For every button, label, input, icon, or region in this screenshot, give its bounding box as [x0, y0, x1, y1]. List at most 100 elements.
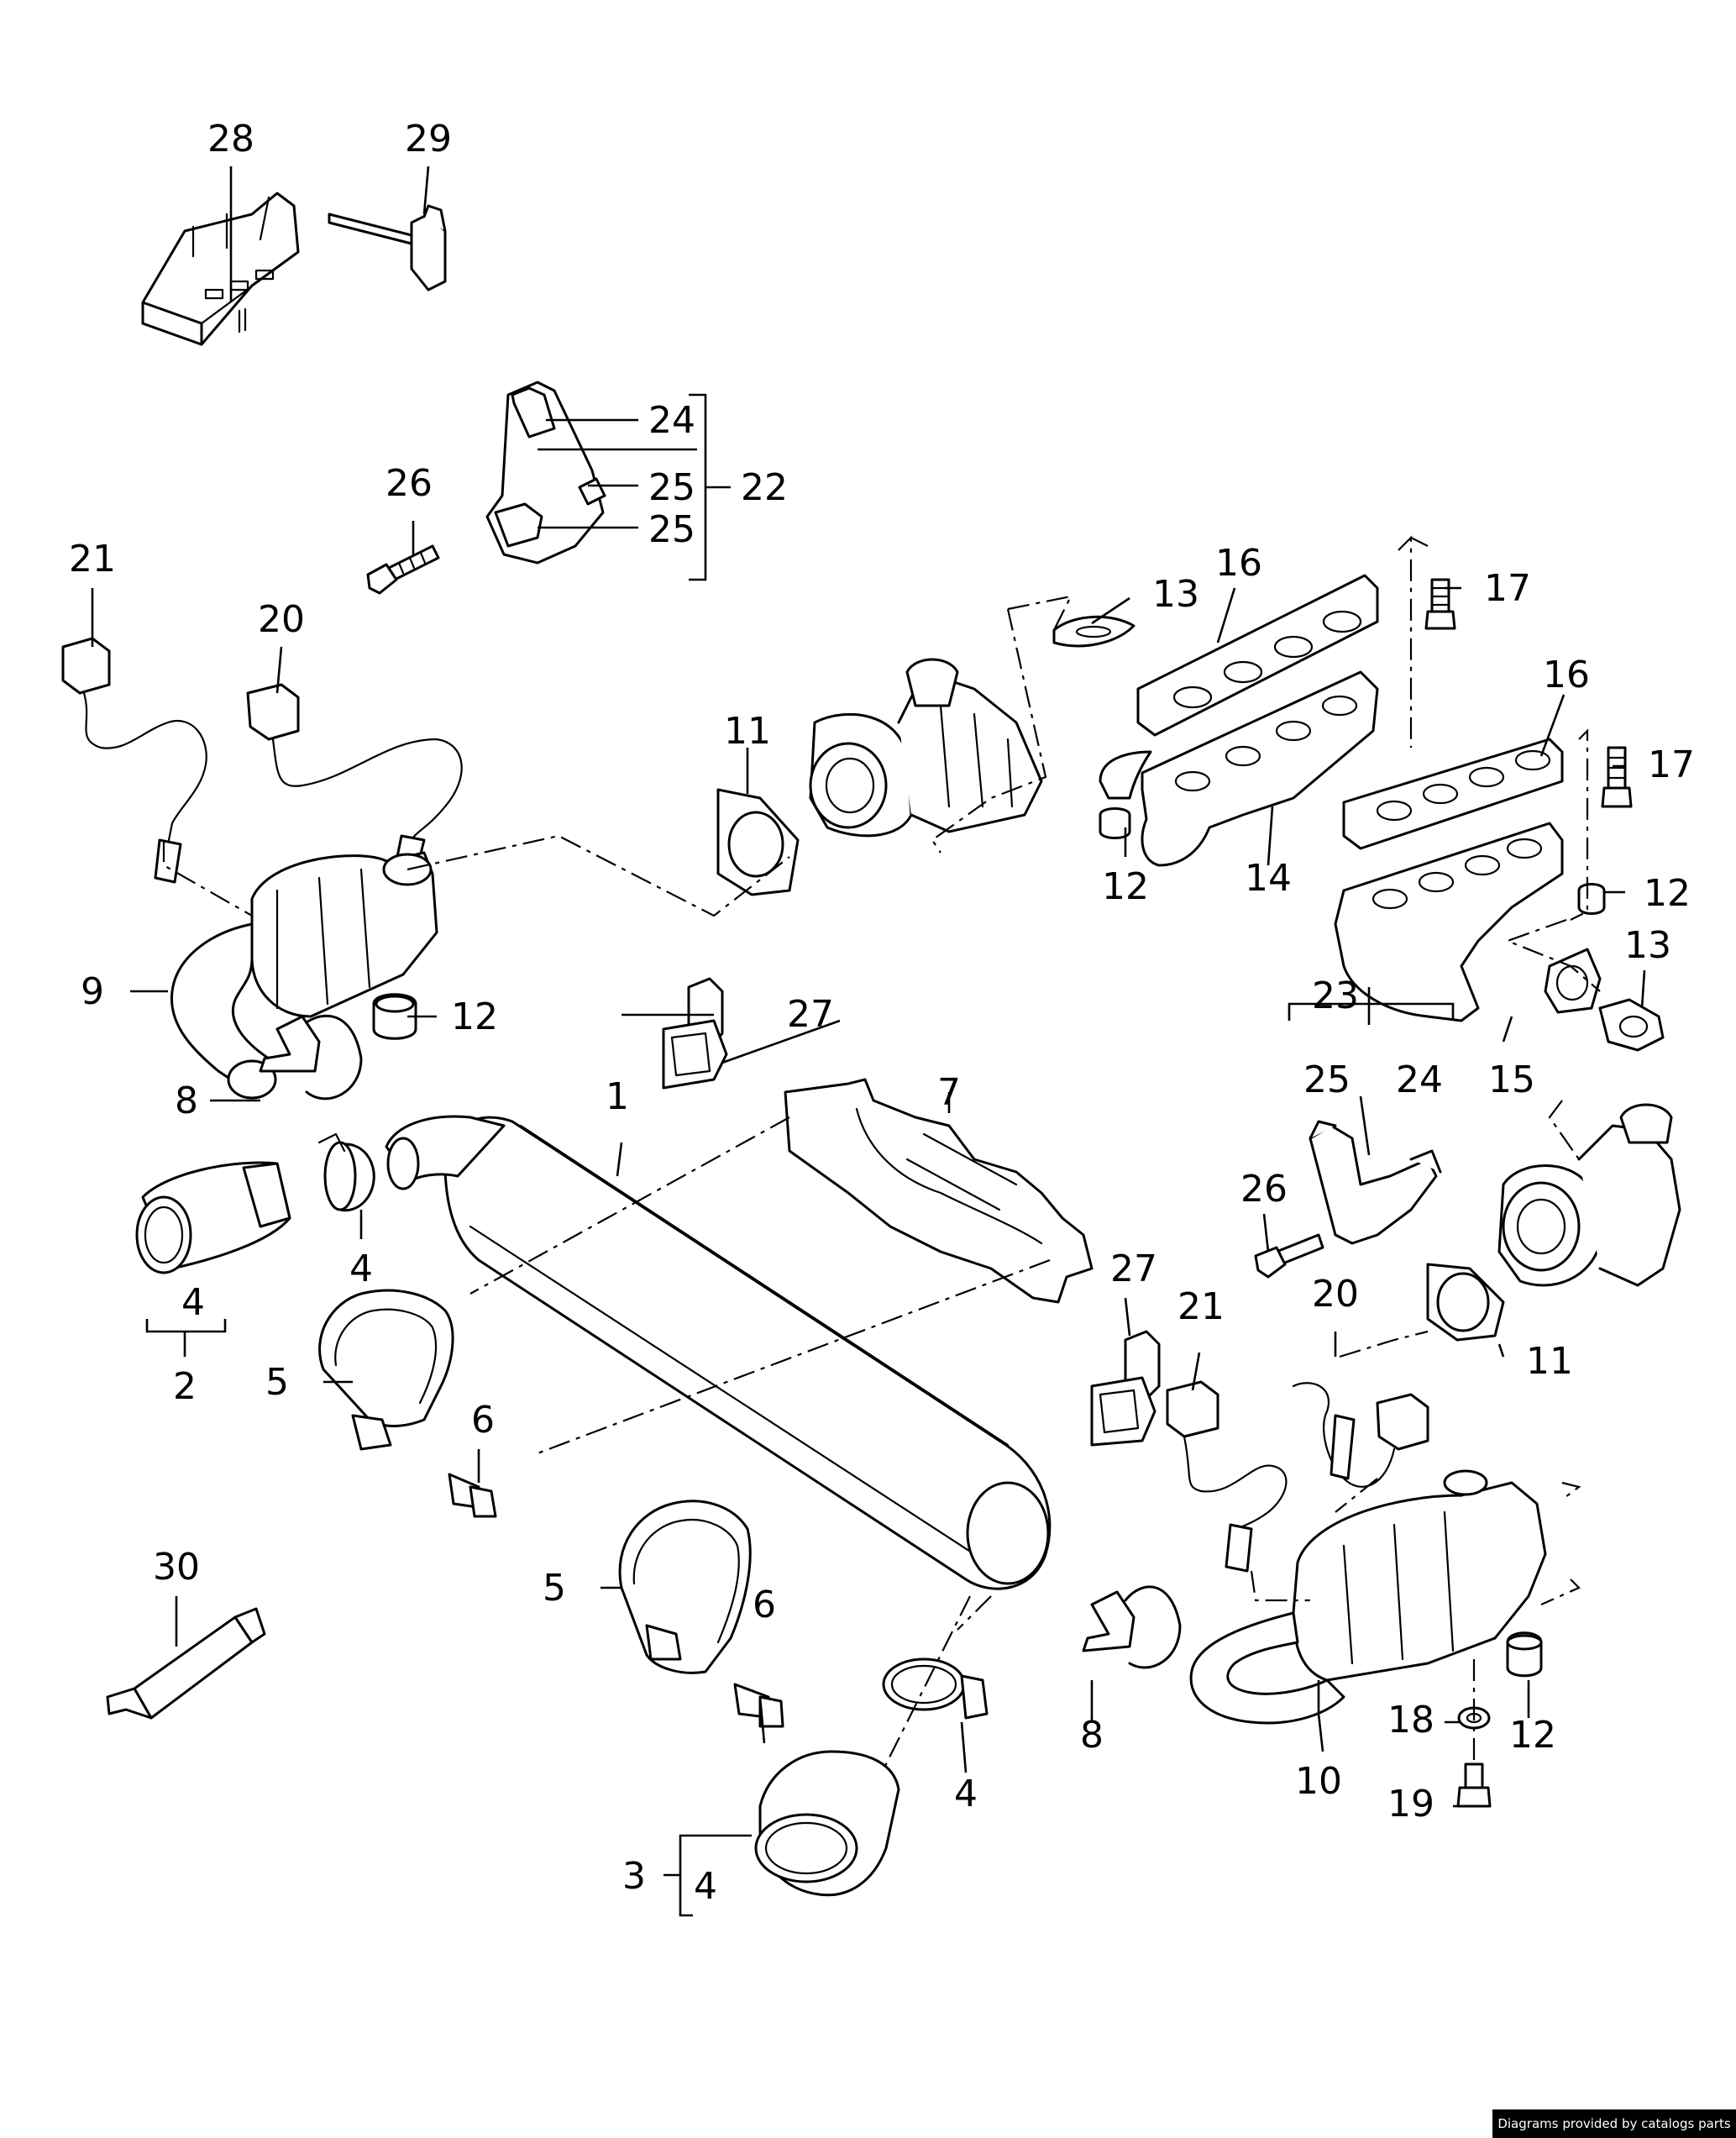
callout-20-upper: 20	[258, 598, 305, 641]
callout-4-bracket-left: 4	[181, 1281, 205, 1324]
part-12-nut-right-manifold[interactable]	[1577, 883, 1606, 915]
part-6-bolt-center[interactable]	[733, 1683, 784, 1728]
callout-4-bracket-center: 4	[694, 1865, 717, 1908]
callout-25-right: 25	[1303, 1058, 1351, 1101]
part-12-nut-right-lower[interactable]	[1506, 1631, 1543, 1678]
callout-12-right-manifold: 12	[1644, 872, 1691, 915]
part-15-exhaust-manifold-right[interactable]	[1334, 822, 1602, 1022]
part-1-rear-muffler[interactable]	[385, 1115, 1052, 1590]
callout-4-center: 4	[954, 1773, 978, 1815]
callout-8-left: 8	[175, 1080, 198, 1122]
callout-6-left: 6	[471, 1399, 495, 1442]
callout-5-center: 5	[543, 1567, 566, 1610]
part-21-oxygen-sensor-lower[interactable]	[1166, 1380, 1288, 1573]
part-12-nut-left[interactable]	[372, 993, 417, 1040]
callout-16-upper: 16	[1215, 542, 1262, 585]
part-21-oxygen-sensor-left[interactable]	[61, 637, 207, 884]
callout-27-upper: 27	[787, 993, 834, 1036]
part-3-tailpipe-center[interactable]	[754, 1750, 900, 1897]
part-8-clamp-right[interactable]	[1082, 1585, 1182, 1669]
callout-11-right: 11	[1526, 1340, 1573, 1383]
callout-1: 1	[606, 1075, 629, 1118]
callout-11-left: 11	[724, 710, 771, 753]
callout-4-left: 4	[349, 1248, 373, 1290]
callout-7: 7	[937, 1071, 961, 1114]
callout-25-mid: 25	[648, 508, 695, 551]
part-13-gasket-right[interactable]	[1598, 998, 1665, 1052]
part-5-clamp-band-left[interactable]	[318, 1289, 454, 1451]
callout-24-upper: 24	[648, 399, 695, 442]
part-27-sensor-bracket-lower[interactable]	[1090, 1330, 1161, 1447]
callout-12-left: 12	[451, 995, 498, 1038]
part-27-sensor-bracket-upper[interactable]	[662, 977, 728, 1090]
callout-26-lower: 26	[1240, 1168, 1288, 1211]
part-13-gasket-upper[interactable]	[1052, 615, 1135, 648]
turbocharger-left	[809, 658, 1043, 838]
part-23-bracket-right[interactable]	[1309, 1120, 1442, 1245]
part-30-paste-tube[interactable]	[106, 1607, 266, 1720]
callout-19: 19	[1387, 1783, 1434, 1825]
callout-5-left: 5	[265, 1361, 289, 1404]
callout-2: 2	[173, 1365, 197, 1408]
callout-30: 30	[153, 1546, 200, 1589]
part-19-bolt[interactable]	[1456, 1762, 1492, 1808]
part-22-heat-shield-bracket[interactable]	[485, 381, 606, 565]
part-29-sensor-clip[interactable]	[328, 204, 447, 292]
callout-23: 23	[1312, 974, 1359, 1017]
callout-12-upper: 12	[1102, 865, 1149, 908]
callout-21-lower: 21	[1177, 1285, 1225, 1328]
part-12-nut-upper[interactable]	[1099, 807, 1131, 839]
part-7-heat-shield[interactable]	[784, 1078, 1094, 1304]
part-20-oxygen-sensor-lower[interactable]	[1292, 1382, 1429, 1488]
callout-17-upper: 17	[1484, 567, 1531, 610]
callout-27-lower: 27	[1110, 1248, 1157, 1290]
callout-8-right: 8	[1080, 1714, 1104, 1757]
diagram-credit: Diagrams provided by catalogs parts	[1492, 2109, 1736, 2138]
callout-21-upper: 21	[69, 538, 116, 580]
part-9-catalytic-converter-left[interactable]	[170, 851, 438, 1100]
part-28-control-unit-bracket[interactable]	[141, 192, 300, 346]
part-11-gasket-right[interactable]	[1426, 1263, 1505, 1342]
callout-6-center: 6	[753, 1584, 776, 1626]
callout-18: 18	[1387, 1699, 1434, 1741]
part-10-catalytic-converter-right[interactable]	[1189, 1469, 1547, 1725]
assembly-center-lines	[162, 535, 1601, 1773]
callout-28: 28	[207, 118, 254, 160]
callout-9: 9	[81, 970, 104, 1013]
part-8-clamp-left[interactable]	[259, 1014, 363, 1101]
callout-12-right-lower: 12	[1509, 1714, 1556, 1757]
callout-10: 10	[1295, 1760, 1342, 1803]
part-14-exhaust-manifold-upper[interactable]	[1099, 670, 1379, 867]
callout-26-upper: 26	[385, 462, 433, 505]
callout-14: 14	[1245, 857, 1292, 900]
part-6-bolt-left[interactable]	[448, 1473, 497, 1518]
callout-13-right: 13	[1624, 924, 1671, 967]
callout-15: 15	[1488, 1058, 1535, 1101]
callout-22: 22	[741, 466, 788, 509]
callout-brackets	[145, 393, 1455, 1917]
part-17-bolt-right[interactable]	[1601, 746, 1633, 808]
part-2-tailpipe-left[interactable]	[135, 1161, 291, 1274]
part-26-bolt-lower[interactable]	[1254, 1233, 1324, 1279]
part-11-gasket-left[interactable]	[716, 788, 800, 896]
part-4-clamp-center[interactable]	[882, 1657, 989, 1720]
part-26-bolt-upper[interactable]	[366, 544, 440, 595]
callout-leader-lines	[91, 165, 1646, 1808]
callout-24-right: 24	[1396, 1058, 1443, 1101]
part-5-clamp-band-center[interactable]	[618, 1500, 752, 1674]
part-4-clamp-left[interactable]	[317, 1132, 375, 1212]
part-20-oxygen-sensor-left[interactable]	[246, 683, 463, 875]
turbocharger-right	[1497, 1103, 1681, 1287]
callout-13-upper: 13	[1152, 573, 1199, 616]
callout-29: 29	[405, 118, 452, 160]
callout-labels: 28 29 24 25 25 22 26 21 20 11 13 16 17 1…	[69, 118, 1695, 1908]
callout-16-right: 16	[1543, 654, 1590, 696]
callout-25-upper: 25	[648, 466, 695, 509]
callout-20-lower: 20	[1312, 1273, 1359, 1316]
part-16-manifold-gasket-upper[interactable]	[1136, 574, 1379, 737]
callout-17-right: 17	[1648, 743, 1695, 786]
part-17-bolt-upper[interactable]	[1424, 578, 1456, 630]
callout-3: 3	[622, 1855, 646, 1898]
part-16-manifold-gasket-right[interactable]	[1342, 738, 1564, 850]
